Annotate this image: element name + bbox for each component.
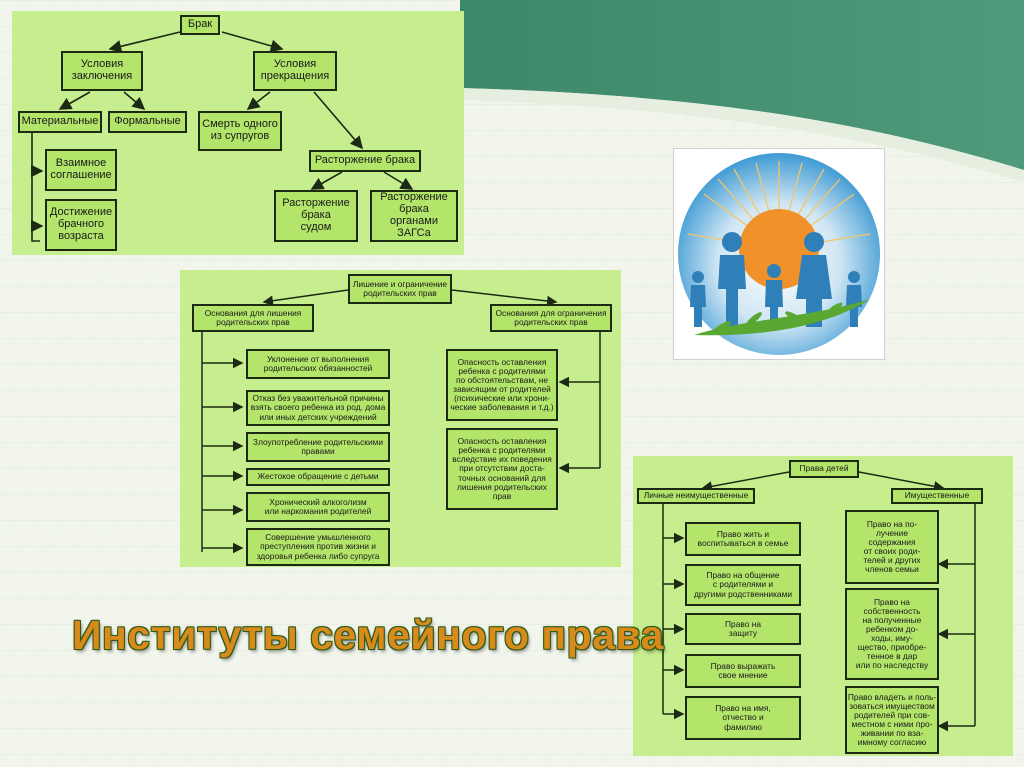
parental-rights-panel: Лишение и ограничение родительских прав … [180, 270, 621, 567]
deprivation-grounds: Основания для лишения родительских прав [192, 304, 314, 332]
restriction-grounds: Основания для ограничения родительских п… [490, 304, 612, 332]
formal-conditions: Формальные [108, 111, 187, 133]
personal-right-1: Право жить и воспитываться в семье [685, 522, 801, 556]
personal-right-3: Право на защиту [685, 613, 801, 645]
marriage-age: Достижение брачного возраста [45, 199, 117, 251]
divorce-zags: Расторжение брака органами ЗАГСа [370, 190, 458, 242]
child-rights-panel: Права детей Личные неимущественные Имуще… [633, 456, 1013, 756]
material-conditions: Материальные [18, 111, 102, 133]
spouse-death: Смерть одного из супругов [198, 111, 282, 151]
deprivation-ground-5: Хронический алкоголизм или наркомания ро… [246, 492, 390, 522]
conditions-conclusion: Условия заключения [61, 51, 143, 91]
family-logo-image [673, 148, 885, 360]
slide-title: Институты семейного права [72, 612, 664, 658]
property-rights: Имущественные [891, 488, 983, 504]
personal-right-2: Право на общение с родителями и другими … [685, 564, 801, 606]
deprivation-ground-4: Жестокое обращение с детьми [246, 468, 390, 486]
deprivation-ground-3: Злоупотребление родительскими правами [246, 432, 390, 462]
family-sun-icon [678, 153, 880, 355]
marriage-root: Брак [180, 15, 220, 35]
property-right-1: Право на по- лучение содержания от своих… [845, 510, 939, 584]
parental-rights-root: Лишение и ограничение родительских прав [348, 274, 452, 304]
divorce-court: Расторжение брака судом [274, 190, 358, 242]
divorce: Расторжение брака [309, 150, 421, 172]
personal-right-4: Право выражать свое мнение [685, 654, 801, 688]
personal-rights: Личные неимущественные [637, 488, 755, 504]
mutual-consent: Взаимное соглашение [45, 149, 117, 191]
deprivation-ground-1: Уклонение от выполнения родительских обя… [246, 349, 390, 379]
restriction-ground-1: Опасность оставления ребенка с родителям… [446, 349, 558, 421]
personal-right-5: Право на имя, отчество и фамилию [685, 696, 801, 740]
property-right-2: Право на собственность на полученные реб… [845, 588, 939, 680]
property-right-3: Право владеть и поль- зоваться имущество… [845, 686, 939, 754]
restriction-ground-2: Опасность оставления ребенка с родителям… [446, 428, 558, 510]
conditions-termination: Условия прекращения [253, 51, 337, 91]
deprivation-ground-6: Совершение умышленного преступления прот… [246, 528, 390, 566]
child-rights-root: Права детей [789, 460, 859, 478]
deprivation-ground-2: Отказ без уважительной причины взять сво… [246, 390, 390, 426]
marriage-panel: Брак Условия заключения Условия прекраще… [12, 11, 464, 255]
